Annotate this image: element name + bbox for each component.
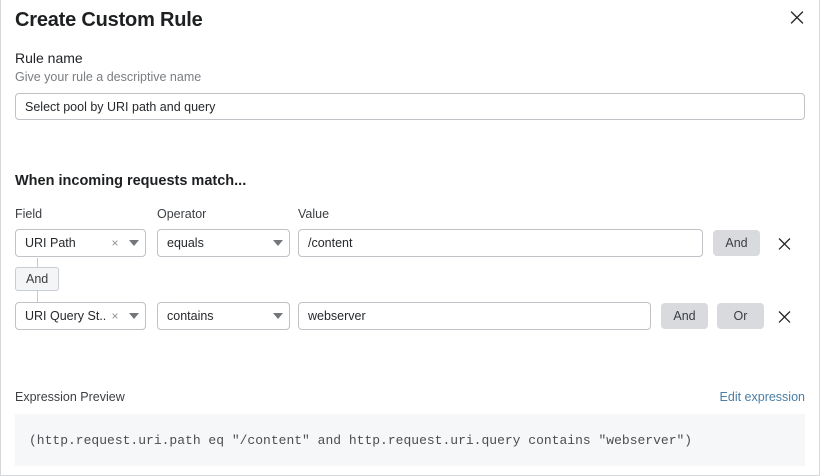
field-select-1[interactable]: URI Query St... × bbox=[15, 302, 146, 330]
operator-select-1[interactable]: contains bbox=[157, 302, 290, 330]
add-and-condition-button-1[interactable]: And bbox=[661, 303, 708, 329]
rule-name-help-text: Give your rule a descriptive name bbox=[15, 70, 202, 84]
expression-preview-text: (http.request.uri.path eq "/content" and… bbox=[29, 432, 693, 448]
chevron-down-icon[interactable] bbox=[123, 240, 145, 246]
match-section-heading: When incoming requests match... bbox=[15, 173, 247, 189]
add-or-condition-button-1[interactable]: Or bbox=[717, 303, 764, 329]
expression-preview-box: (http.request.uri.path eq "/content" and… bbox=[15, 414, 805, 466]
dialog-header: Create Custom Rule bbox=[1, 0, 819, 46]
delete-condition-button-1[interactable] bbox=[773, 305, 795, 327]
chevron-down-icon[interactable] bbox=[123, 313, 145, 319]
operator-select-value-1: contains bbox=[167, 309, 214, 323]
chevron-down-icon[interactable] bbox=[267, 313, 289, 319]
field-select-value-0: URI Path bbox=[25, 236, 76, 250]
expression-preview-label: Expression Preview bbox=[15, 390, 125, 404]
delete-condition-button-0[interactable] bbox=[773, 232, 795, 254]
column-header-operator: Operator bbox=[157, 207, 207, 221]
value-input-1[interactable] bbox=[298, 302, 651, 330]
column-header-field: Field bbox=[15, 207, 43, 221]
close-icon[interactable] bbox=[786, 6, 808, 28]
condition-row: URI Path × equals And bbox=[1, 229, 819, 257]
condition-connector: And bbox=[15, 258, 137, 304]
page-title: Create Custom Rule bbox=[15, 9, 203, 31]
chevron-down-icon[interactable] bbox=[267, 240, 289, 246]
field-select-0[interactable]: URI Path × bbox=[15, 229, 146, 257]
clear-icon[interactable]: × bbox=[111, 309, 119, 323]
condition-row: URI Query St... × contains And Or bbox=[1, 302, 819, 330]
add-and-condition-button-0[interactable]: And bbox=[713, 230, 760, 256]
rule-name-input[interactable] bbox=[15, 93, 805, 120]
operator-select-value-0: equals bbox=[167, 236, 204, 250]
column-header-value: Value bbox=[298, 207, 330, 221]
connector-and-chip[interactable]: And bbox=[15, 267, 60, 291]
edit-expression-link[interactable]: Edit expression bbox=[719, 390, 805, 404]
field-select-value-1: URI Query St... bbox=[25, 309, 107, 323]
condition-column-headers: Field Operator Value bbox=[1, 207, 819, 223]
rule-name-label: Rule name bbox=[15, 50, 83, 66]
clear-icon[interactable]: × bbox=[111, 236, 119, 250]
operator-select-0[interactable]: equals bbox=[157, 229, 290, 257]
value-input-0[interactable] bbox=[298, 229, 703, 257]
rule-name-section: Rule name Give your rule a descriptive n… bbox=[15, 50, 805, 120]
